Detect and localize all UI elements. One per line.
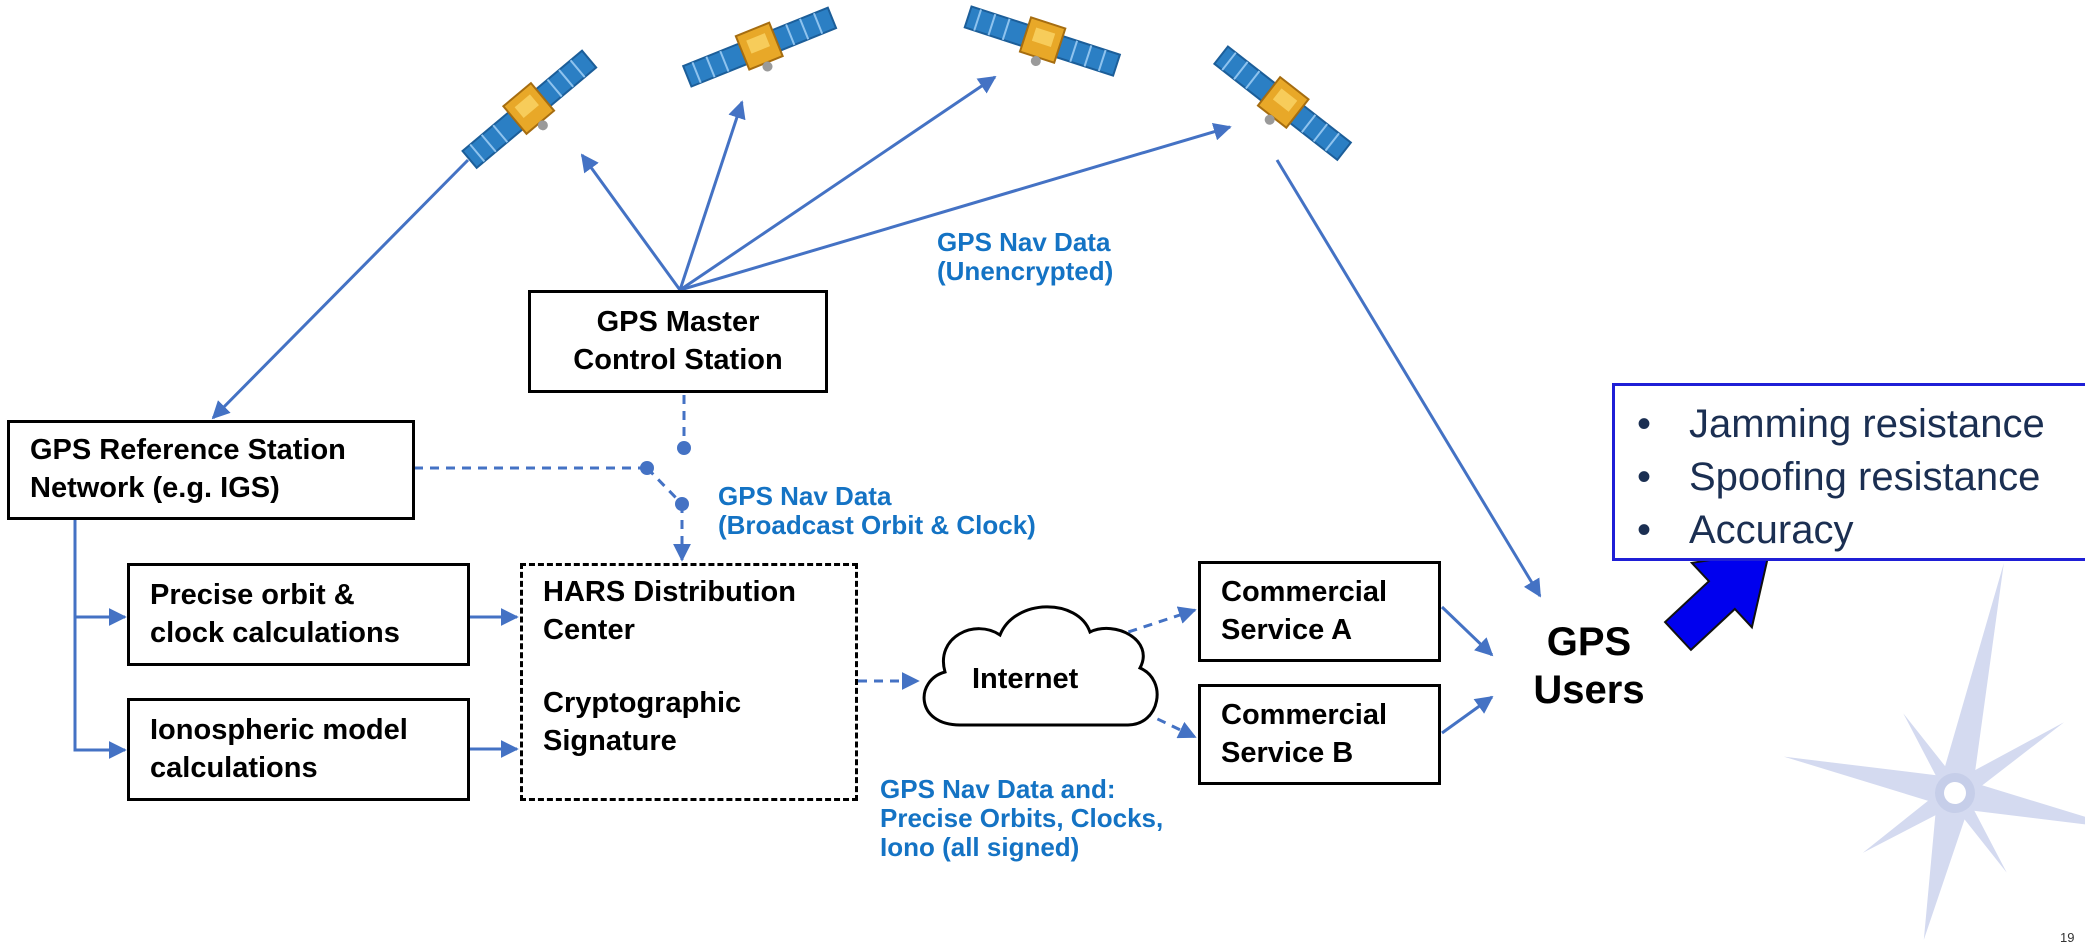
- bullet-icon: •: [1637, 455, 1652, 499]
- service-a-line-1: Commercial: [1221, 575, 1388, 608]
- precise-line-1: Precise orbit &: [150, 578, 355, 611]
- signed-line-1: GPS Nav Data and:: [880, 774, 1116, 804]
- arrow-sat-to-users: [1275, 159, 1542, 598]
- switch-node: [675, 497, 689, 511]
- benefit-item: • Jamming resistance: [1637, 398, 2085, 451]
- users-line-1: GPS: [1546, 620, 1632, 664]
- bullet-icon: •: [1637, 508, 1652, 552]
- benefit-item: • Accuracy: [1637, 504, 2085, 557]
- broadcast-line-1: GPS Nav Data: [718, 481, 892, 511]
- benefit-text: Spoofing resistance: [1689, 455, 2041, 499]
- reference-line-2: Network (e.g. IGS): [30, 472, 280, 504]
- users-line-2: Users: [1533, 668, 1645, 712]
- satellite-icon: [1203, 38, 1358, 174]
- broadcast-line-2: (Broadcast Orbit & Clock): [718, 510, 1036, 541]
- signed-data-label: GPS Nav Data and: Precise Orbits, Clocks…: [880, 774, 1164, 863]
- arrow-master-to-sat4: [679, 122, 1232, 292]
- internet-label: Internet: [972, 663, 1079, 695]
- master-control-station-box: GPS Master Control Station: [528, 290, 828, 393]
- iono-line-1: Ionospheric model: [150, 713, 408, 746]
- hars-line-2: Center: [543, 613, 635, 646]
- benefit-item: • Spoofing resistance: [1637, 451, 2085, 504]
- ionospheric-model-box: Ionospheric model calculations: [127, 698, 470, 801]
- gps-users-label: GPS Users: [1518, 618, 1660, 714]
- reference-line-1: GPS Reference Station: [30, 434, 346, 467]
- unencrypted-line-2: (Unencrypted): [937, 256, 1114, 287]
- reference-station-box: GPS Reference Station Network (e.g. IGS): [7, 420, 415, 520]
- hars-line-1: HARS Distribution: [543, 576, 796, 608]
- commercial-service-a-box: Commercial Service A: [1198, 561, 1441, 662]
- master-line-1: GPS Master: [596, 305, 760, 338]
- switch-node: [640, 461, 654, 475]
- signed-line-2: Precise Orbits, Clocks,: [880, 803, 1164, 834]
- satellite-icon: [678, 0, 844, 102]
- unencrypted-label: GPS Nav Data (Unencrypted): [937, 227, 1114, 287]
- hars-distribution-box: HARS Distribution Center Cryptographic S…: [520, 563, 858, 801]
- benefits-callout: • Jamming resistance • Spoofing resistance…: [1612, 383, 2085, 561]
- benefits-list: • Jamming resistance • Spoofing resistance…: [1637, 398, 2085, 557]
- master-line-2: Control Station: [573, 343, 783, 376]
- arrow-service-a-to-users: [1440, 605, 1494, 657]
- switch-node: [677, 441, 691, 455]
- unencrypted-line-1: GPS Nav Data: [937, 227, 1111, 257]
- iono-line-2: calculations: [150, 751, 318, 784]
- service-a-line-2: Service A: [1221, 613, 1353, 646]
- data-links: [414, 395, 1197, 739]
- arrow-service-b-to-users: [1441, 695, 1494, 735]
- arrow-master-to-sat2: [678, 100, 746, 291]
- commercial-service-b-box: Commercial Service B: [1198, 684, 1441, 785]
- precise-orbit-box: Precise orbit & clock calculations: [127, 563, 470, 666]
- benefit-text: Jamming resistance: [1689, 402, 2045, 446]
- internet-to-service-b: [1142, 710, 1197, 739]
- switch-blade: [645, 466, 684, 506]
- benefit-text: Accuracy: [1689, 508, 1854, 552]
- page-number: 19: [2060, 930, 2075, 945]
- broadcast-label: GPS Nav Data (Broadcast Orbit & Clock): [718, 481, 1036, 541]
- arrow-sat-to-reference: [211, 158, 470, 420]
- arrow-reference-to-iono: [73, 520, 127, 759]
- service-b-line-2: Service B: [1221, 736, 1354, 769]
- hars-line-3: Cryptographic: [543, 687, 742, 720]
- service-b-line-1: Commercial: [1221, 698, 1388, 731]
- compass-star-icon: [1783, 563, 2085, 940]
- arrow-master-to-sat1: [580, 153, 682, 291]
- arrow-master-to-sat3: [679, 75, 997, 292]
- hars-line-4: Signature: [543, 725, 677, 758]
- precise-line-2: clock calculations: [150, 616, 400, 649]
- cloud-icon: [922, 605, 1159, 727]
- satellite-icon: [958, 0, 1124, 92]
- arrow-up-right-icon: [1663, 549, 1771, 652]
- bullet-icon: •: [1637, 402, 1652, 446]
- signed-line-3: Iono (all signed): [880, 832, 1080, 863]
- signal-arrows: [73, 75, 1542, 759]
